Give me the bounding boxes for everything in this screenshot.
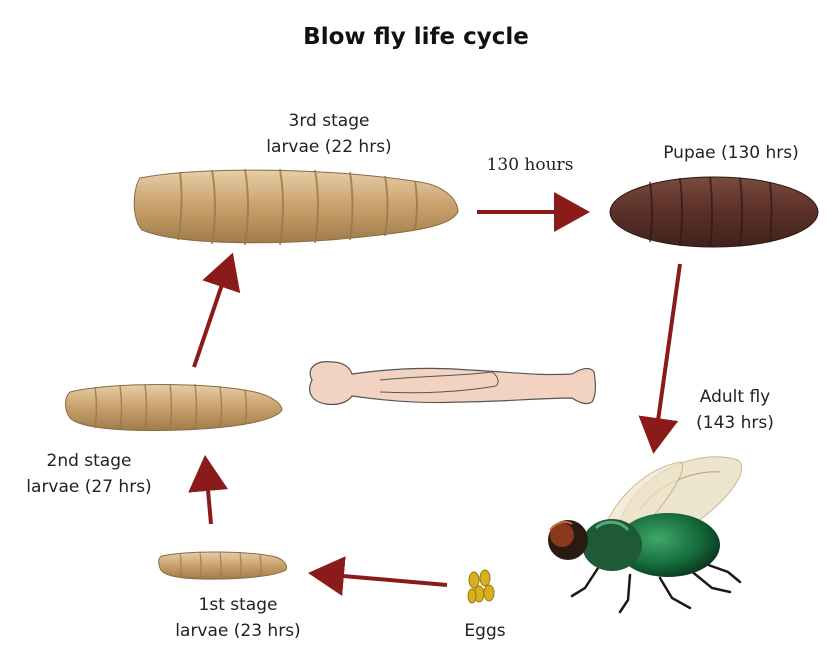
first-stage-label-line1: 1st stage bbox=[148, 592, 328, 618]
third-stage-label-line2: larvae (22 hrs) bbox=[234, 134, 424, 160]
diagram-title: Blow fly life cycle bbox=[0, 24, 832, 50]
second-stage-larva-image bbox=[66, 384, 283, 431]
first-stage-label: 1st stage larvae (23 hrs) bbox=[148, 592, 328, 644]
third-stage-label: 3rd stage larvae (22 hrs) bbox=[234, 108, 424, 160]
arrow-second-to-third bbox=[194, 264, 229, 367]
third-stage-larva-image bbox=[134, 169, 458, 245]
eggs-image bbox=[468, 570, 494, 603]
adult-fly-label-line1: Adult fly bbox=[670, 384, 800, 410]
arrow-first-to-second bbox=[206, 467, 211, 524]
transition-label: 130 hours bbox=[460, 152, 600, 178]
human-body-outline bbox=[310, 362, 596, 405]
adult-fly-image bbox=[548, 457, 742, 612]
eggs-label: Eggs bbox=[440, 618, 530, 644]
pupae-label: Pupae (130 hrs) bbox=[636, 140, 826, 166]
adult-fly-label-line2: (143 hrs) bbox=[670, 410, 800, 436]
pupa-image bbox=[610, 177, 818, 247]
second-stage-label-line2: larvae (27 hrs) bbox=[0, 474, 178, 500]
arrow-eggs-to-first bbox=[320, 574, 447, 585]
second-stage-label: 2nd stage larvae (27 hrs) bbox=[0, 448, 178, 500]
second-stage-label-line1: 2nd stage bbox=[0, 448, 178, 474]
first-stage-larva-image bbox=[159, 552, 287, 579]
third-stage-label-line1: 3rd stage bbox=[234, 108, 424, 134]
first-stage-label-line2: larvae (23 hrs) bbox=[148, 618, 328, 644]
adult-fly-label: Adult fly (143 hrs) bbox=[670, 384, 800, 436]
